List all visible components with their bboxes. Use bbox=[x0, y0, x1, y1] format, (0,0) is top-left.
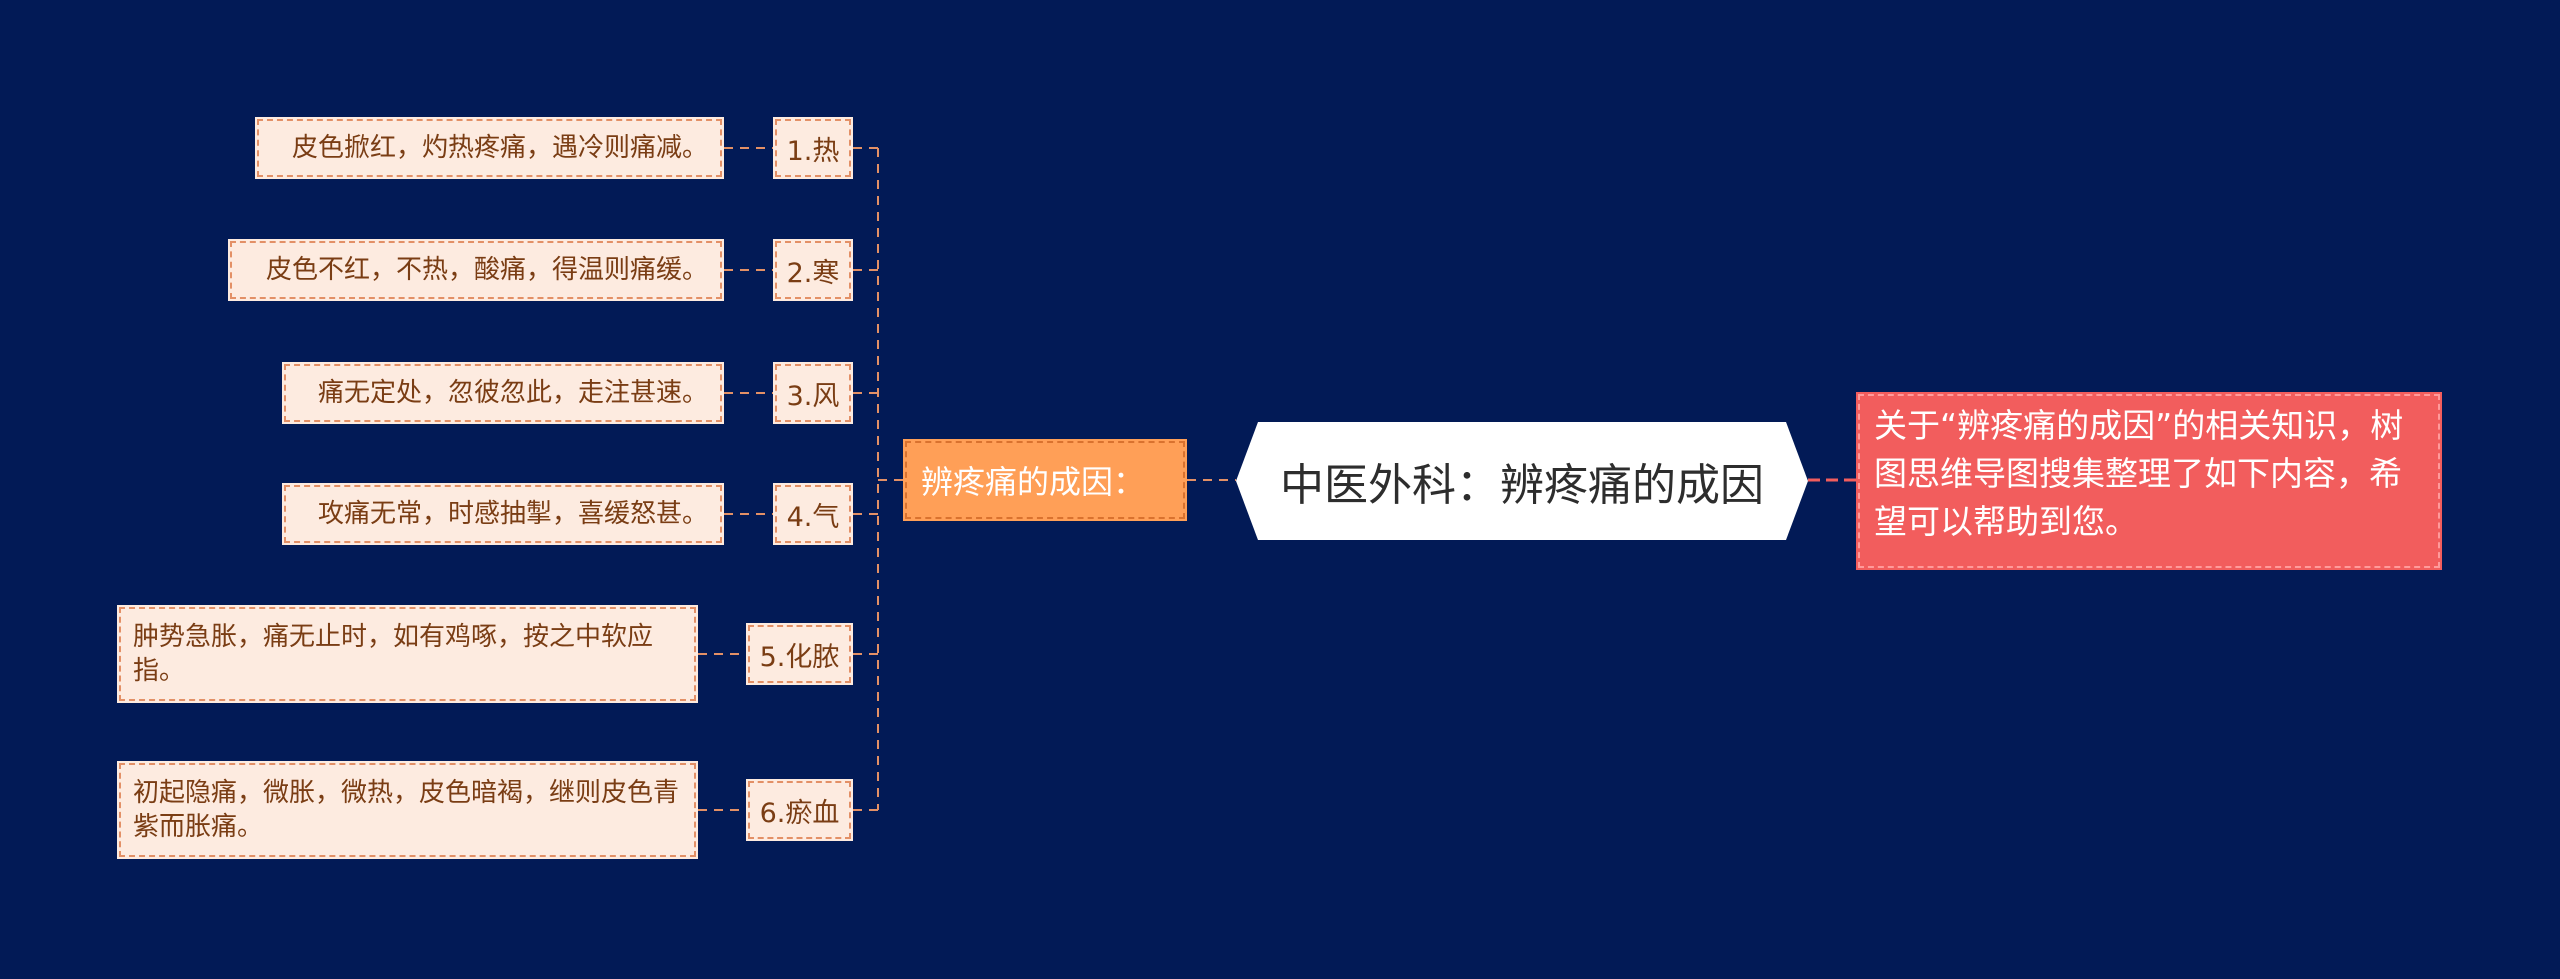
branch-label-text: 5.化脓 bbox=[759, 641, 840, 673]
branch-label-2[interactable]: 2.寒 bbox=[773, 239, 853, 301]
branch-detail-text: 皮色不红，不热，酸痛，得温则痛缓。 bbox=[265, 255, 708, 285]
central-topic-shape bbox=[1236, 422, 1808, 540]
branch-detail-text: 攻痛无常，时感抽掣，喜缓怒甚。 bbox=[317, 499, 708, 529]
branch-detail-5[interactable]: 肿势急胀，痛无止时，如有鸡啄，按之中软应指。 bbox=[117, 605, 698, 703]
branch-label-5[interactable]: 5.化脓 bbox=[746, 623, 853, 685]
central-topic[interactable]: 中医外科：辨疼痛的成因 bbox=[1236, 422, 1808, 540]
branch-label-text: 3.风 bbox=[786, 380, 840, 412]
category-label: 辨疼痛的成因： bbox=[921, 463, 1146, 501]
branch-detail-text: 皮色掀红，灼热疼痛，遇冷则痛减。 bbox=[291, 133, 708, 163]
branch-label-4[interactable]: 4.气 bbox=[773, 483, 853, 545]
branch-label-text: 4.气 bbox=[786, 501, 840, 533]
central-topic-title: 中医外科：辨疼痛的成因 bbox=[1280, 460, 1764, 511]
summary-note-text: 关于“辨疼痛的成因”的相关知识，树图思维导图搜集整理了如下内容，希望可以帮助到您… bbox=[1874, 406, 2404, 541]
branch-detail-text: 初起隐痛，微胀，微热，皮色暗褐，继则皮色青紫而胀痛。 bbox=[133, 778, 680, 842]
branch-label-1[interactable]: 1.热 bbox=[773, 117, 853, 179]
branch-label-text: 2.寒 bbox=[786, 257, 840, 289]
branch-detail-3[interactable]: 痛无定处，忽彼忽此，走注甚速。 bbox=[282, 362, 724, 424]
category-node[interactable]: 辨疼痛的成因： bbox=[903, 439, 1187, 521]
branch-label-3[interactable]: 3.风 bbox=[773, 362, 853, 424]
branch-label-text: 6.瘀血 bbox=[759, 797, 840, 829]
branch-detail-1[interactable]: 皮色掀红，灼热疼痛，遇冷则痛减。 bbox=[255, 117, 724, 179]
branch-detail-4[interactable]: 攻痛无常，时感抽掣，喜缓怒甚。 bbox=[282, 483, 724, 545]
branch-detail-6[interactable]: 初起隐痛，微胀，微热，皮色暗褐，继则皮色青紫而胀痛。 bbox=[117, 761, 698, 859]
branch-detail-text: 肿势急胀，痛无止时，如有鸡啄，按之中软应指。 bbox=[133, 622, 654, 686]
branch-detail-text: 痛无定处，忽彼忽此，走注甚速。 bbox=[317, 378, 708, 408]
summary-note[interactable]: 关于“辨疼痛的成因”的相关知识，树图思维导图搜集整理了如下内容，希望可以帮助到您… bbox=[1856, 392, 2442, 570]
branch-label-6[interactable]: 6.瘀血 bbox=[746, 779, 853, 841]
branch-label-text: 1.热 bbox=[786, 135, 840, 167]
branch-detail-2[interactable]: 皮色不红，不热，酸痛，得温则痛缓。 bbox=[228, 239, 724, 301]
